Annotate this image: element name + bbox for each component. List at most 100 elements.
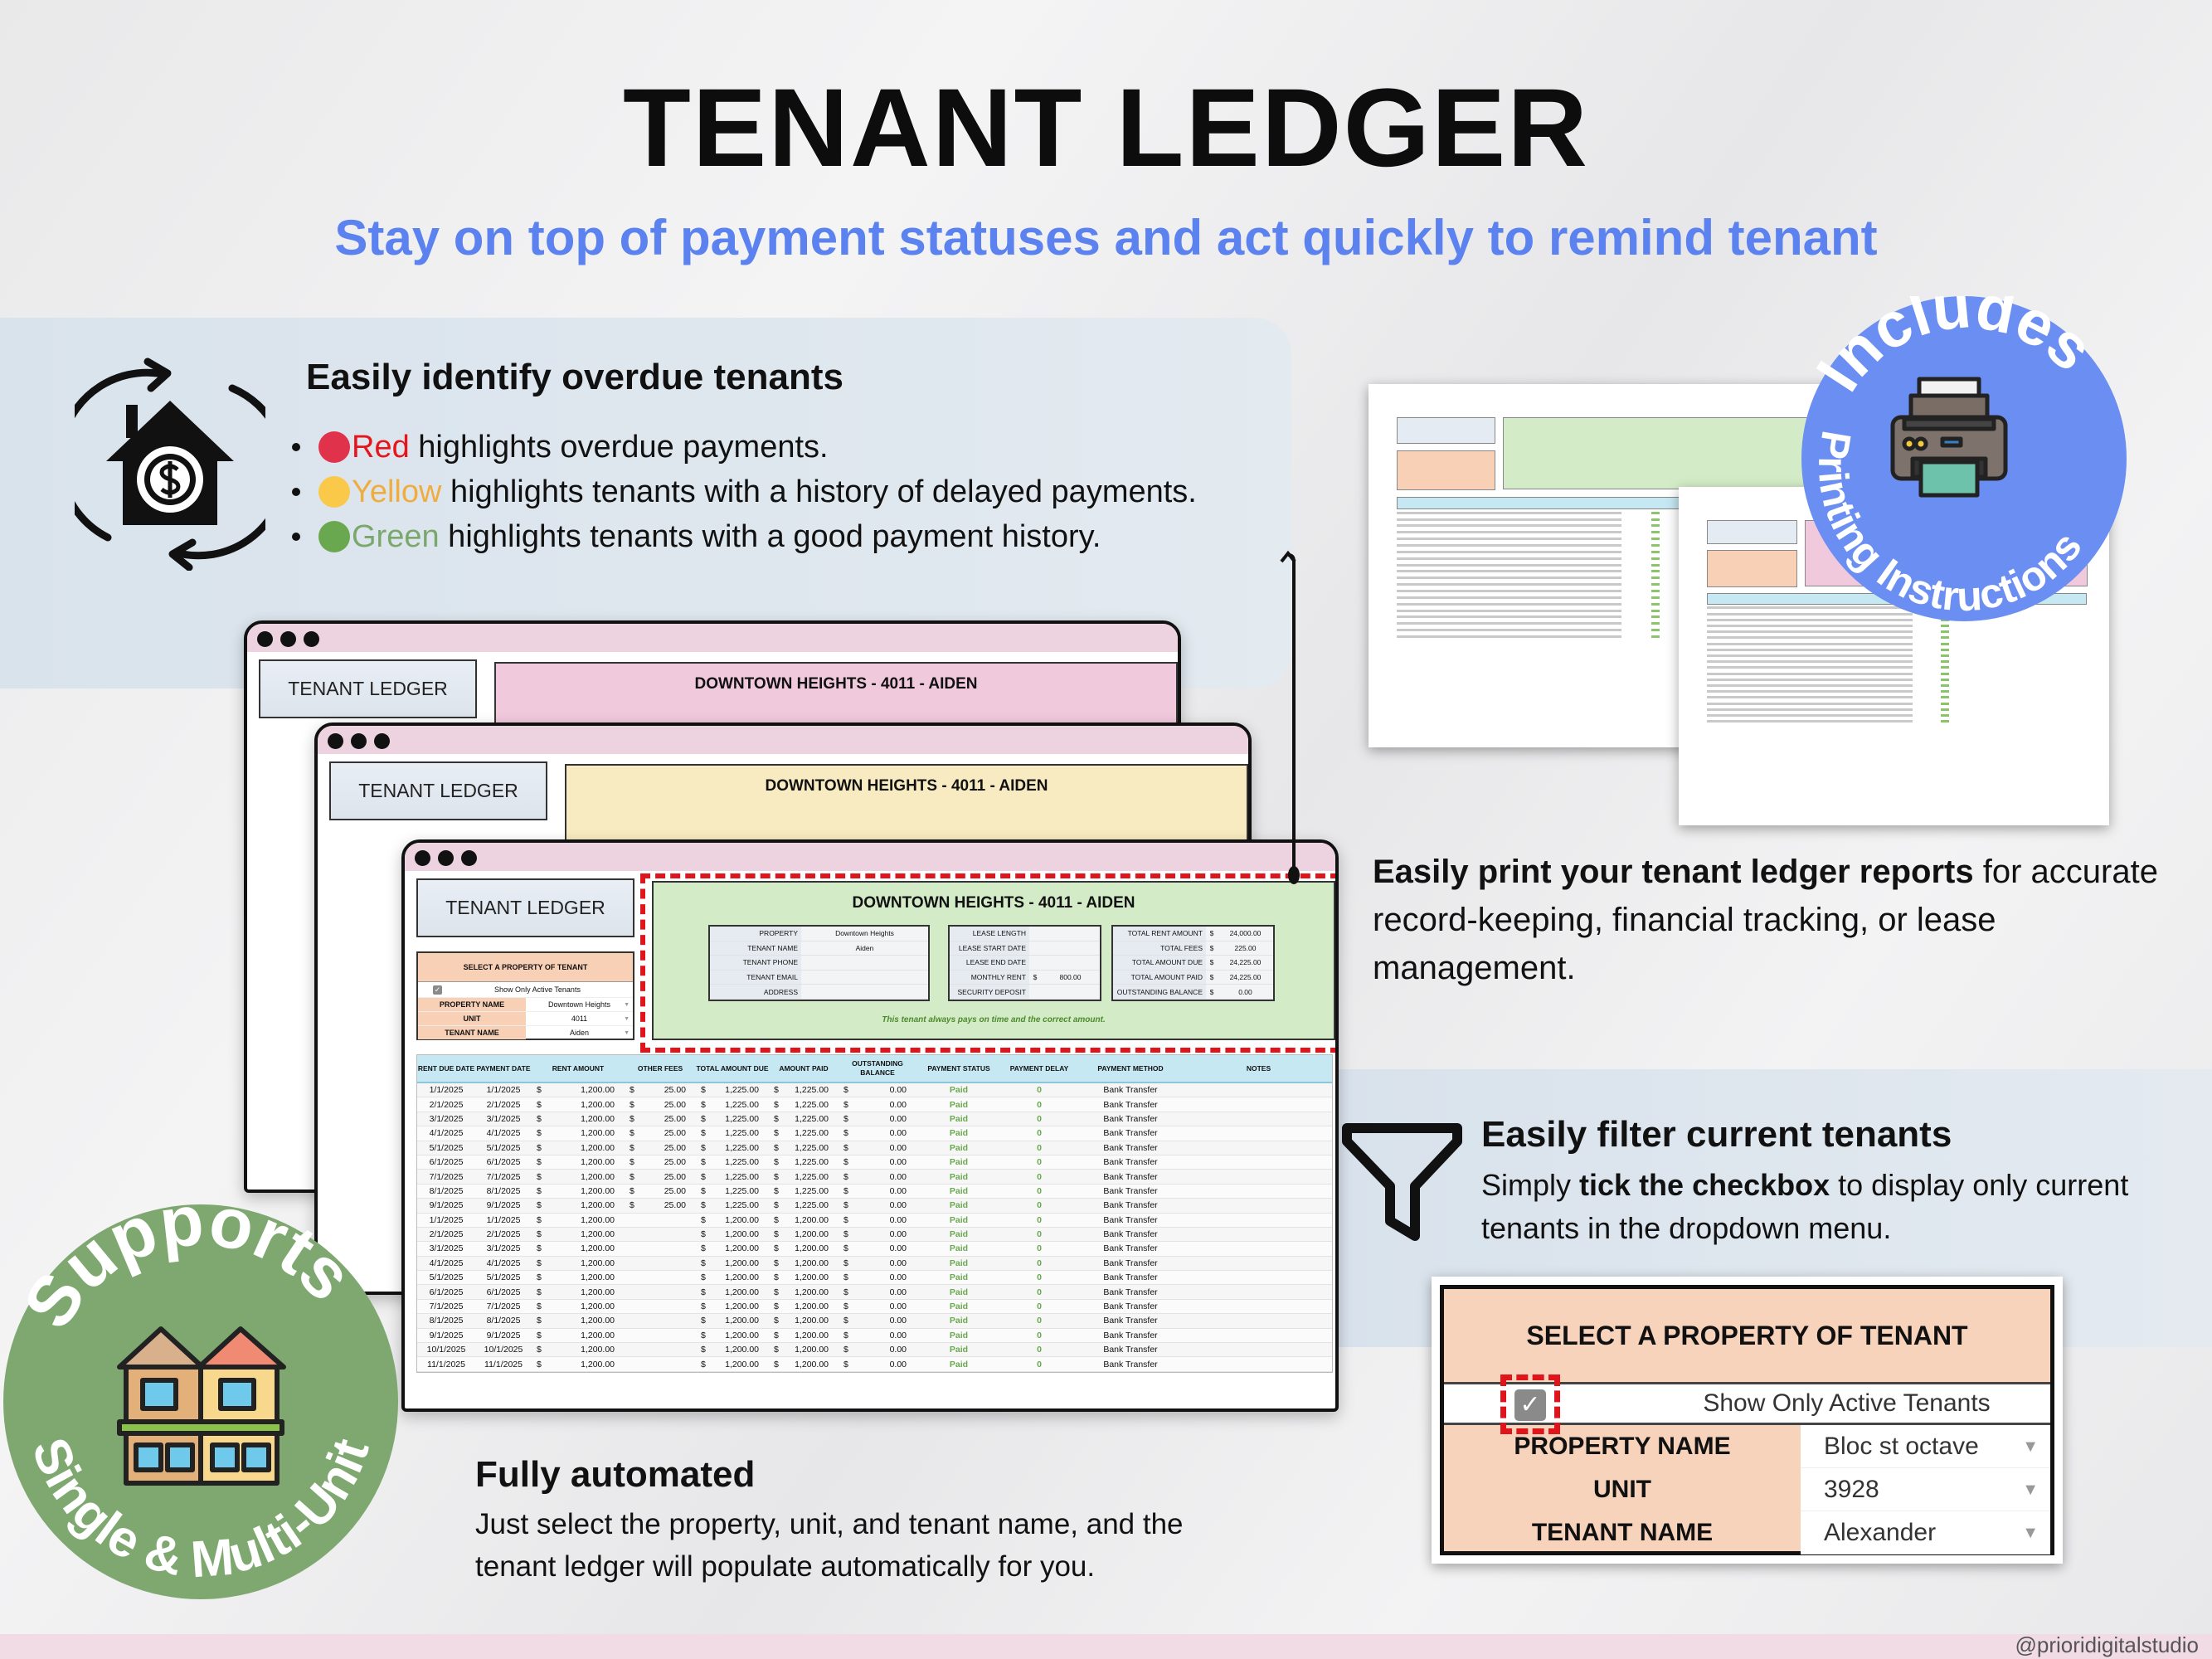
cell-rent: $1,200.00 — [532, 1316, 625, 1326]
cell-delay: 0 — [1037, 1085, 1042, 1096]
currency-symbol: $ — [774, 1157, 779, 1168]
cell-value: 0.00 — [889, 1316, 907, 1326]
cell-value: 1,225.00 — [795, 1171, 829, 1182]
cell-value: 1,200.00 — [581, 1272, 615, 1283]
thumb-status-mark — [1940, 714, 1949, 718]
thumb-status-mark — [1650, 557, 1660, 560]
tenant-name-dropdown[interactable]: Alexander▼ — [1801, 1511, 2050, 1554]
currency-symbol: $ — [843, 1157, 848, 1168]
cell-value: 1,225.00 — [725, 1185, 759, 1196]
currency-symbol: $ — [774, 1085, 779, 1096]
field-label: UNIT — [1593, 1476, 1651, 1503]
currency-symbol: $ — [1209, 943, 1214, 952]
thumb-row-line — [1707, 678, 1913, 681]
cell-delay: 0 — [1037, 1316, 1042, 1326]
cell-rent: $1,200.00 — [532, 1301, 625, 1311]
currency-symbol: $ — [774, 1200, 779, 1211]
currency-symbol: $ — [537, 1345, 542, 1355]
thumb-status-mark — [1940, 642, 1949, 645]
cell-rent: $1,200.00 — [532, 1172, 625, 1182]
property-name-dropdown[interactable]: Bloc st octave▼ — [1801, 1425, 2050, 1468]
summary-value: 24,000.00 — [1229, 929, 1262, 938]
cell-total: $1,200.00 — [696, 1301, 769, 1311]
window-dot-icon — [351, 733, 367, 749]
thumb-status-mark — [1650, 609, 1660, 612]
window-dot-icon — [328, 733, 343, 749]
cell-method: Bank Transfer — [1103, 1258, 1158, 1268]
cell-status: Paid — [949, 1171, 969, 1182]
cell-date: 1/1/2025 — [486, 1085, 521, 1096]
currency-symbol: $ — [843, 1316, 848, 1326]
cell-rent: $1,200.00 — [532, 1215, 625, 1225]
filter-desc-bold: tick the checkbox — [1579, 1168, 1830, 1202]
window-dot-icon — [374, 733, 390, 749]
automated-description: Just select the property, unit, and tena… — [475, 1508, 1184, 1583]
cell-value: 1,225.00 — [795, 1085, 829, 1096]
cell-due: 6/1/2025 — [429, 1287, 464, 1297]
cell-method: Bank Transfer — [1103, 1200, 1158, 1211]
chevron-down-icon: ▼ — [2022, 1481, 2039, 1499]
cell-total: $1,225.00 — [696, 1085, 769, 1095]
thumb-status-mark — [1940, 720, 1949, 723]
cell-total: $1,225.00 — [696, 1100, 769, 1110]
cell-value: 1,200.00 — [795, 1287, 829, 1297]
bullet-red: Red highlights overdue payments. — [292, 425, 1197, 469]
field-dropdown[interactable]: 4011▼ — [526, 1012, 633, 1025]
field-dropdown[interactable]: Aiden▼ — [526, 1026, 633, 1039]
cell-status: Paid — [949, 1085, 969, 1096]
currency-symbol: $ — [701, 1128, 706, 1139]
thumb-status-mark — [1650, 511, 1660, 514]
checkbox-highlight — [1500, 1374, 1560, 1434]
connector-arrow-icon — [1280, 550, 1300, 884]
currency-symbol: $ — [774, 1229, 779, 1240]
summary-row: LEASE LENGTH — [950, 927, 1100, 941]
active-tenants-checkbox[interactable]: ✓ — [1514, 1389, 1546, 1421]
summary-title: DOWNTOWN HEIGHTS - 4011 - AIDEN — [765, 777, 1048, 795]
cell-balance: $0.00 — [839, 1200, 916, 1210]
unit-dropdown[interactable]: 3928▼ — [1801, 1468, 2050, 1511]
cell-rent: $1,200.00 — [532, 1186, 625, 1196]
cell-value: 1,200.00 — [795, 1272, 829, 1283]
currency-symbol: $ — [537, 1142, 542, 1153]
dropdown-value: 4011 — [571, 1014, 588, 1023]
thumb-status-mark — [1940, 648, 1949, 651]
cell-method: Bank Transfer — [1103, 1128, 1158, 1139]
chevron-down-icon: ▼ — [624, 1030, 630, 1036]
cell-paid: $1,225.00 — [769, 1085, 839, 1095]
cell-balance: $0.00 — [839, 1143, 916, 1153]
field-dropdown[interactable]: Downtown Heights▼ — [526, 998, 633, 1011]
cell-status: Paid — [949, 1330, 969, 1340]
bullet-green: Green highlights tenants with a good pay… — [292, 514, 1197, 559]
cell-fees: $25.00 — [625, 1114, 696, 1124]
cell-delay: 0 — [1037, 1272, 1042, 1283]
thumb-row-line — [1397, 602, 1621, 606]
cell-date: 2/1/2025 — [486, 1229, 521, 1240]
filter-description: Simply tick the checkbox to display only… — [1481, 1164, 2161, 1250]
thumb-selector-box — [1397, 450, 1495, 490]
column-header: PAYMENT STATUS — [927, 1063, 990, 1073]
printer-icon — [1890, 377, 2008, 498]
summary-label: LEASE END DATE — [950, 956, 1029, 970]
cell-value: 0.00 — [889, 1243, 907, 1254]
thumb-status-mark — [1940, 654, 1949, 658]
cell-balance: $0.00 — [839, 1172, 916, 1182]
currency-symbol: $ — [701, 1330, 706, 1340]
currency-symbol: $ — [843, 1171, 848, 1182]
active-tenants-checkbox[interactable]: ✓ — [433, 985, 442, 995]
cell-total: $1,200.00 — [696, 1345, 769, 1355]
cell-paid: $1,225.00 — [769, 1128, 839, 1138]
bullet-text: highlights tenants with a good payment h… — [439, 519, 1101, 554]
currency-symbol: $ — [537, 1214, 542, 1225]
thumb-status-mark — [1650, 524, 1660, 528]
summary-row: TENANT EMAIL — [710, 970, 928, 985]
currency-symbol: $ — [537, 1229, 542, 1240]
cell-status: Paid — [949, 1214, 969, 1225]
thumb-status-mark — [1940, 660, 1949, 664]
cell-total: $1,200.00 — [696, 1272, 769, 1282]
summary-row: TOTAL AMOUNT PAID$24,225.00 — [1113, 970, 1273, 985]
